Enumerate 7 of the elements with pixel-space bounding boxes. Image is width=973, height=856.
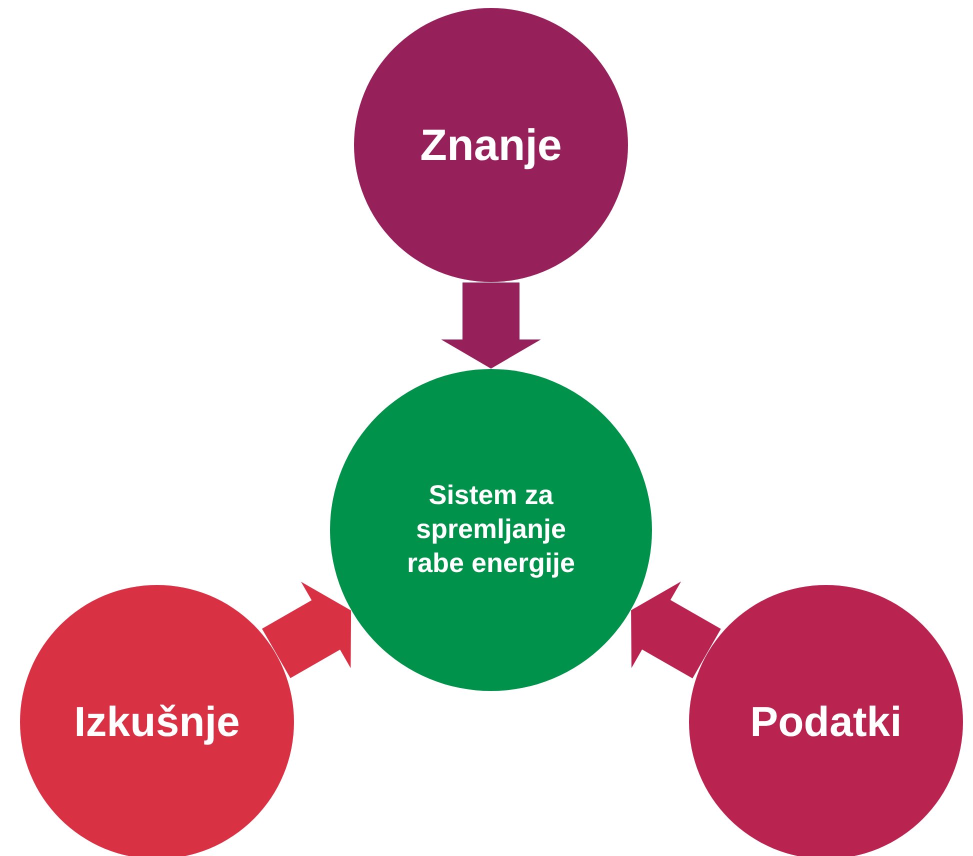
block-arrow (262, 582, 352, 678)
circle-label: Izkušnje (74, 696, 240, 747)
block-arrow (631, 581, 721, 678)
circle-label: Podatki (750, 696, 902, 747)
circle-label: Znanje (420, 120, 562, 172)
block-arrow (441, 282, 541, 369)
circle-label: Sistem za spremljanje rabe energije (406, 479, 576, 580)
